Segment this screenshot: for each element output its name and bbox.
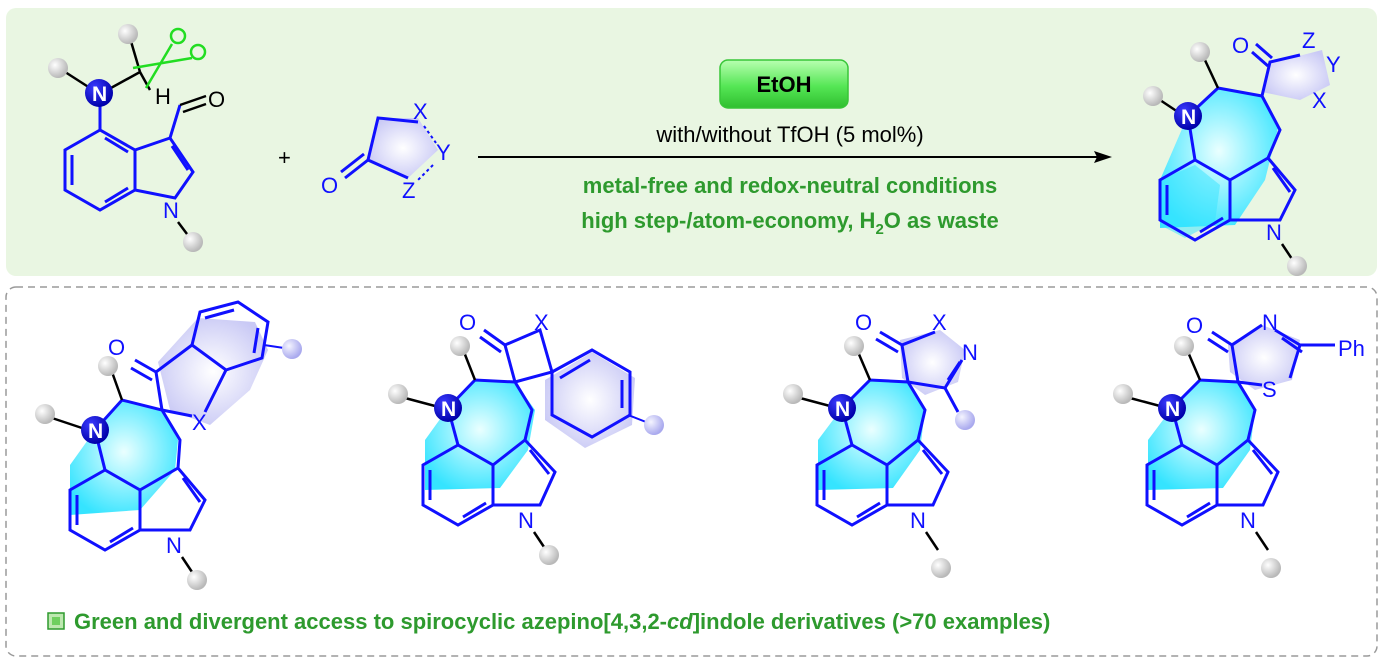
svg-text:N: N <box>163 198 179 223</box>
y-label: Y <box>436 140 451 165</box>
starting-material-ketone: O X Y Z <box>321 99 451 203</box>
svg-text:Ph: Ph <box>1338 336 1365 361</box>
svg-text:N: N <box>835 398 850 421</box>
svg-text:N: N <box>441 398 456 421</box>
svg-text:Y: Y <box>1326 52 1341 77</box>
n-atom: N <box>85 79 113 107</box>
svg-text:X: X <box>534 310 549 335</box>
x-label: X <box>413 99 428 124</box>
svg-text:S: S <box>1262 377 1277 402</box>
examples-panel <box>5 286 1378 657</box>
aldehyde-group: O <box>179 87 225 114</box>
svg-text:X: X <box>192 410 207 435</box>
plus-sign: + <box>278 145 291 170</box>
solvent-label: EtOH <box>757 72 812 97</box>
svg-text:N: N <box>1165 398 1180 421</box>
svg-text:N: N <box>1240 508 1256 533</box>
svg-text:N: N <box>962 340 978 365</box>
svg-text:N: N <box>88 420 103 443</box>
summary-bullet-icon <box>47 612 65 630</box>
example-2: N O X N <box>388 310 664 565</box>
svg-text:X: X <box>1312 88 1327 113</box>
svg-text:N: N <box>166 533 182 558</box>
svg-text:O: O <box>108 335 125 360</box>
starting-material-indole <box>63 98 195 212</box>
reaction-arrow <box>478 151 1112 163</box>
svg-text:N: N <box>1266 220 1282 245</box>
svg-text:N: N <box>1262 310 1278 335</box>
svg-text:O: O <box>855 310 872 335</box>
svg-text:X: X <box>932 310 947 335</box>
scissors-icon <box>132 27 207 89</box>
z-label: Z <box>402 178 415 203</box>
substituent-ball <box>118 24 138 44</box>
catalyst-note: with/without TfOH (5 mol%) <box>655 122 923 147</box>
example-4: N O N S Ph N <box>1113 310 1365 578</box>
svg-text:O: O <box>1186 313 1203 338</box>
example-1: N O X N <box>35 300 302 590</box>
condition-line-2: high step-/atom-economy, H2O as waste <box>581 208 998 238</box>
condition-line-1: metal-free and redox-neutral conditions <box>583 173 997 198</box>
svg-text:N: N <box>518 508 534 533</box>
svg-text:N: N <box>92 83 107 106</box>
hydrogen-label: H <box>155 84 171 109</box>
svg-text:O: O <box>1232 33 1249 58</box>
top-panel <box>6 8 1377 276</box>
ketone-oxygen: O <box>321 173 338 198</box>
solvent-button: EtOH <box>719 59 849 109</box>
indole-nitrogen: N <box>163 198 203 252</box>
summary-text: Green and divergent access to spirocycli… <box>74 609 1050 634</box>
example-3: N O X N N <box>783 310 978 578</box>
svg-text:O: O <box>459 310 476 335</box>
aldehyde-oxygen: O <box>208 87 225 112</box>
svg-text:N: N <box>1181 106 1196 129</box>
product-structure: N O Z Y X N <box>1143 28 1341 276</box>
substituent-ball <box>48 58 68 78</box>
svg-text:N: N <box>910 508 926 533</box>
svg-text:Z: Z <box>1302 28 1315 53</box>
